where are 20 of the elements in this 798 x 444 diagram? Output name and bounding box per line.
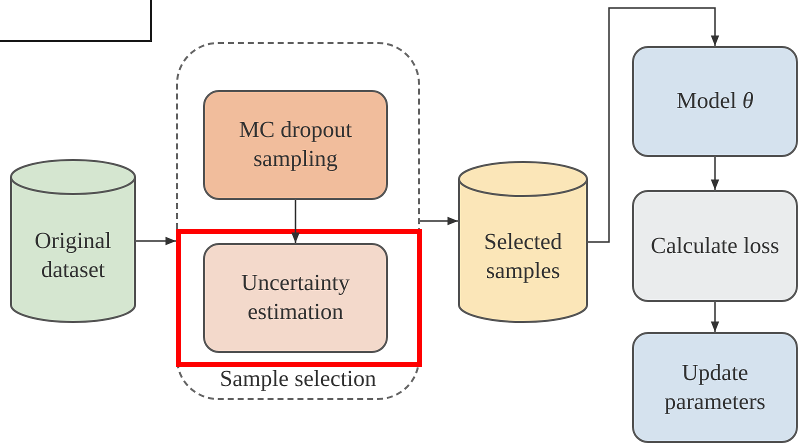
- arrow: [291, 200, 300, 243]
- node-label: MC dropout sampling: [238, 116, 354, 173]
- process-box: [203, 243, 388, 353]
- node-label: Update parameters: [664, 358, 766, 416]
- node-label: Calculate loss: [650, 232, 780, 260]
- highlight-frame: [176, 229, 422, 367]
- frame-box: [0, 0, 152, 42]
- process-box: [632, 332, 798, 443]
- arrow: [420, 216, 458, 226]
- process-box: [632, 190, 798, 302]
- process-box: [203, 90, 388, 200]
- arrow: [710, 302, 720, 332]
- process-box: [632, 46, 798, 157]
- node-label: Uncertainty estimation: [240, 269, 351, 326]
- arrow: [136, 236, 176, 246]
- arrow: [710, 157, 720, 190]
- dashed-group: [176, 42, 420, 400]
- group-label: Sample selection: [218, 365, 378, 394]
- arrow: [588, 7, 720, 243]
- node-label: Model θ: [675, 87, 755, 116]
